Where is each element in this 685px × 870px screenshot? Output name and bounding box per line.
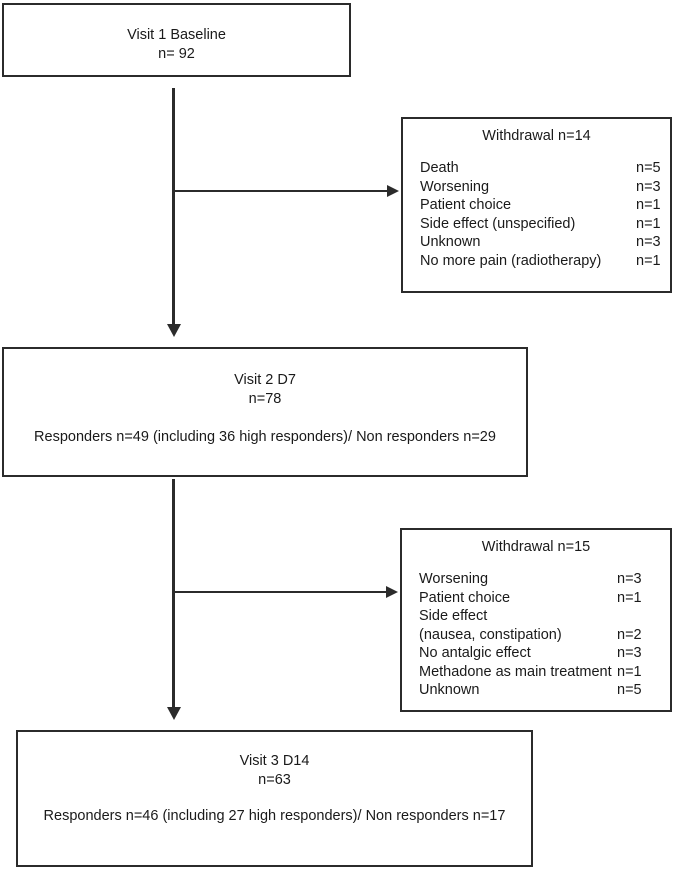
withdrawal-reason-row: No more pain (radiotherapy) n=1 xyxy=(403,252,670,271)
withdrawal-reason-count: n=1 xyxy=(617,663,642,680)
withdrawal-reason-label: (nausea, constipation) xyxy=(419,626,562,643)
withdrawal-reason-label: No antalgic effect xyxy=(419,645,531,661)
withdrawal-reason-label: Worsening xyxy=(420,178,490,195)
visit-2-title: Visit 2 D7 xyxy=(234,372,296,388)
arrowhead-visit1-to-withdrawal1 xyxy=(387,185,399,197)
withdrawal-reason-label: Death xyxy=(420,160,459,176)
visit-3-count: n=63 xyxy=(258,772,291,788)
withdrawal-reason-label: No more pain (radiotherapy) xyxy=(420,252,602,269)
withdrawal-reason-count: n=1 xyxy=(636,197,661,213)
withdrawal-reason-row: Death n=5 xyxy=(403,159,670,178)
withdrawal-reason-row: Unknown n=3 xyxy=(403,233,670,252)
withdrawal-reason-count: n=3 xyxy=(636,234,661,250)
visit-2-responders: Responders n=49 (including 36 high respo… xyxy=(34,429,496,445)
withdrawal-reason-row: Worsening n=3 xyxy=(403,178,670,197)
withdrawal-reason-row: Methadone as main treatment n=1 xyxy=(402,663,670,682)
withdrawal-reason-count: n=1 xyxy=(617,589,642,606)
withdrawal-reason-count: n=3 xyxy=(636,178,661,195)
visit-3-title: Visit 3 D14 xyxy=(239,753,310,769)
withdrawal-reason-row: Unknown n=5 xyxy=(402,681,670,700)
withdrawal-reason-count: n=3 xyxy=(617,645,642,661)
withdrawal-reason-label: Patient choice xyxy=(419,589,511,606)
connector-visit2-to-withdrawal2 xyxy=(174,591,386,593)
visit-2-box: Visit 2 D7 n=78 Responders n=49 (includi… xyxy=(2,347,528,477)
withdrawal-reason-label: Unknown xyxy=(420,234,481,250)
connector-visit2-to-visit3 xyxy=(172,479,175,708)
withdrawal-2-title: Withdrawal n=15 xyxy=(481,539,591,555)
withdrawal-reason-count: n=5 xyxy=(636,160,661,176)
withdrawal-reason-row: Side effect xyxy=(402,607,670,626)
withdrawal-reason-count: n=1 xyxy=(636,215,661,232)
withdrawal-reason-row: No antalgic effect n=3 xyxy=(402,644,670,663)
visit-1-title: Visit 1 Baseline xyxy=(127,27,226,43)
connector-visit1-to-visit2 xyxy=(172,88,175,325)
withdrawal-1-title: Withdrawal n=14 xyxy=(482,128,591,144)
visit-1-box: Visit 1 Baseline n= 92 xyxy=(2,3,351,77)
connector-visit1-to-withdrawal1 xyxy=(174,190,387,192)
withdrawal-reason-row: Patient choice n=1 xyxy=(402,589,670,608)
arrowhead-visit2-to-withdrawal2 xyxy=(386,586,398,598)
withdrawal-reason-label: Side effect (unspecified) xyxy=(420,215,576,232)
withdrawal-reason-count: n=1 xyxy=(636,252,661,269)
withdrawal-reason-label: Patient choice xyxy=(420,197,512,213)
visit-1-count: n= 92 xyxy=(158,46,195,62)
withdrawal-reason-row: (nausea, constipation) n=2 xyxy=(402,626,670,645)
withdrawal-reason-count: n=2 xyxy=(617,626,642,643)
visit-3-responders: Responders n=46 (including 27 high respo… xyxy=(43,808,506,824)
withdrawal-reason-count: n=3 xyxy=(617,571,642,587)
arrowhead-visit1-to-visit2 xyxy=(166,324,181,337)
visit-2-count: n=78 xyxy=(248,391,282,407)
withdrawal-reason-count: n=5 xyxy=(617,682,642,698)
withdrawal-reason-label: Methadone as main treatment xyxy=(419,663,612,680)
withdrawal-reason-row: Side effect (unspecified) n=1 xyxy=(403,215,670,234)
visit-3-box: Visit 3 D14 n=63 Responders n=46 (includ… xyxy=(16,730,533,867)
withdrawal-reason-row: Worsening n=3 xyxy=(402,570,670,589)
withdrawal-reason-row: Patient choice n=1 xyxy=(403,196,670,215)
withdrawal-reason-label: Unknown xyxy=(419,682,480,698)
arrowhead-visit2-to-visit3 xyxy=(166,707,181,720)
withdrawal-reason-label: Worsening xyxy=(419,571,489,587)
withdrawal-reason-label: Side effect xyxy=(419,608,488,624)
